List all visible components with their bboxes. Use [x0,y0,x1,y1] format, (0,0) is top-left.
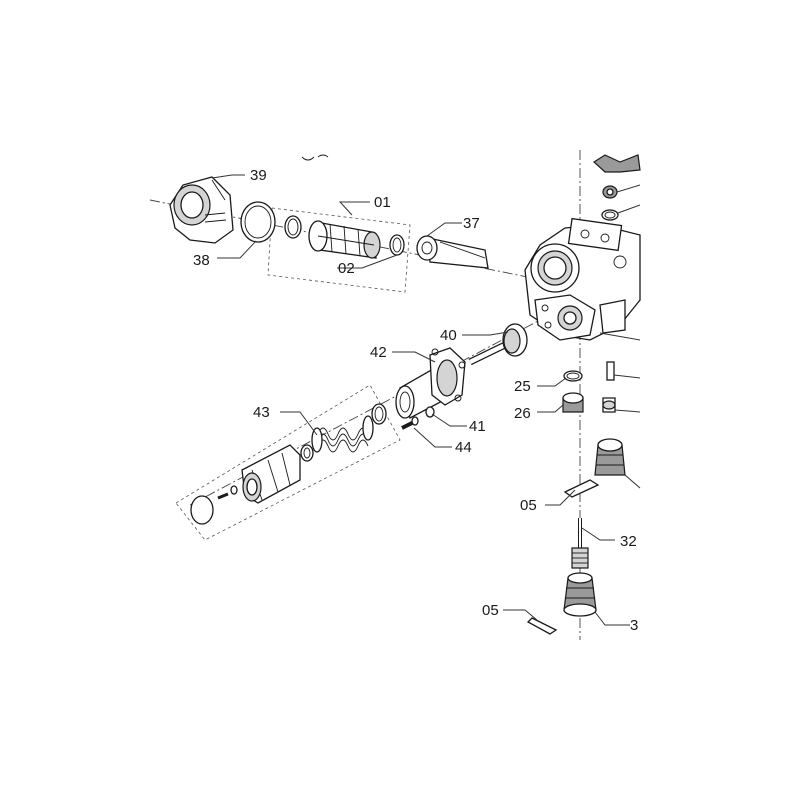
callout-44: 44 [455,439,472,456]
part-43-cap-small [190,485,238,525]
callout-38: 38 [193,252,210,269]
callout-01: 01 [374,194,391,211]
part-43-ring [371,403,387,425]
part-42-housing [395,347,466,419]
callout-39: 39 [250,167,267,184]
part-40-stem [468,323,528,366]
mark-symbol [301,154,329,161]
part-05-clip-lower [526,617,558,635]
pressure-valve-group-box [175,384,401,541]
callout-3: 3 [630,617,638,634]
pump-top-parts [593,154,641,221]
leader-lines [211,174,630,626]
pump-body [524,217,641,341]
part-37-fitting [416,235,489,269]
part-02-ring-left [284,215,302,239]
callout-42: 42 [370,344,387,361]
part-43-knob [241,444,301,504]
callout-26: 26 [514,405,531,422]
part-43-spring [311,415,374,453]
callout-37: 37 [463,215,480,232]
callout-32: 32 [620,533,637,550]
part-41-washer [425,406,435,418]
part-25-oring [563,370,583,382]
part-32-needle [571,518,589,569]
part-3-seat [563,572,597,617]
callout-02: 02 [338,260,355,277]
part-44-screw [401,416,419,430]
callout-43: 43 [253,404,270,421]
part-26-plug [562,392,584,413]
part-38-oring [240,201,276,243]
callout-40: 40 [440,327,457,344]
callout-labels: 39 38 01 02 37 40 42 25 26 43 41 44 05 3… [193,167,638,634]
part-39-cap [169,176,234,244]
part-01-strainer [308,220,381,259]
right-column-parts [594,332,641,489]
part-02-ring-right [389,234,405,256]
strainer-group-box [267,207,411,293]
callout-05-upper: 05 [520,497,537,514]
callout-05-lower: 05 [482,602,499,619]
callout-41: 41 [469,418,486,435]
part-43-ring-small [300,444,314,462]
callout-25: 25 [514,378,531,395]
